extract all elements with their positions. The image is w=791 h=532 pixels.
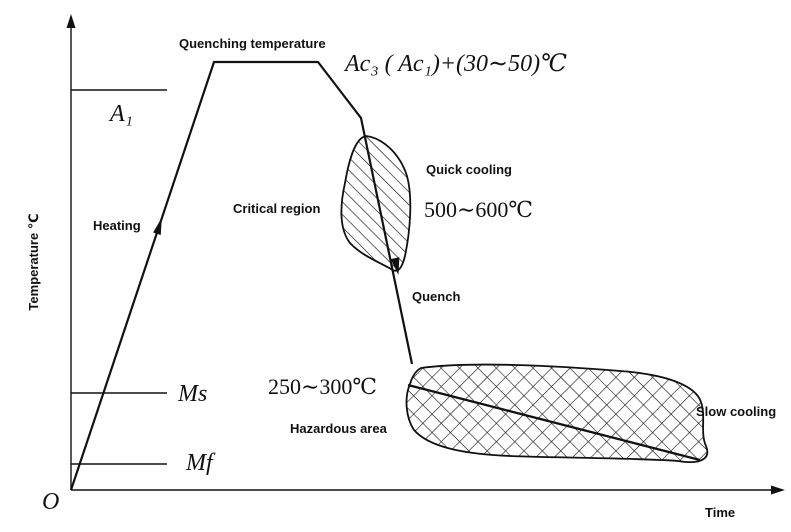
quench-label: Quench [412,289,460,304]
heating-direction-arrow [153,217,162,236]
hazardous-area-crosshatched [405,363,709,463]
ac3-formula-label: Ac₃ ( Ac₁)+(30∼50)℃ [343,51,567,77]
slow-cooling-label: Slow cooling [696,404,776,419]
a1-label: A₁ [108,101,133,127]
heating-label: Heating [93,218,141,233]
quick-cooling-range-label: 500∼600℃ [424,197,533,222]
quenching-temperature-label: Quenching temperature [179,36,326,51]
critical-region-label: Critical region [233,201,320,216]
quench-direction-arrow [390,257,400,275]
x-axis-arrowhead [771,485,785,495]
quick-cooling-label: Quick cooling [426,162,512,177]
ms-range-label: 250∼300℃ [268,374,377,399]
critical-region-hatched-area [340,135,412,272]
y-axis-label: Temperature ℃ [26,213,41,310]
y-axis-arrowhead [66,14,76,28]
hazardous-area-label: Hazardous area [290,421,388,436]
x-axis-label: Time [705,505,735,520]
temperature-curve [69,60,414,491]
ms-label: Ms [177,381,207,407]
mf-label: Mf [185,450,216,476]
origin-label: O [42,489,59,515]
slow-cooling-curve [407,383,701,462]
